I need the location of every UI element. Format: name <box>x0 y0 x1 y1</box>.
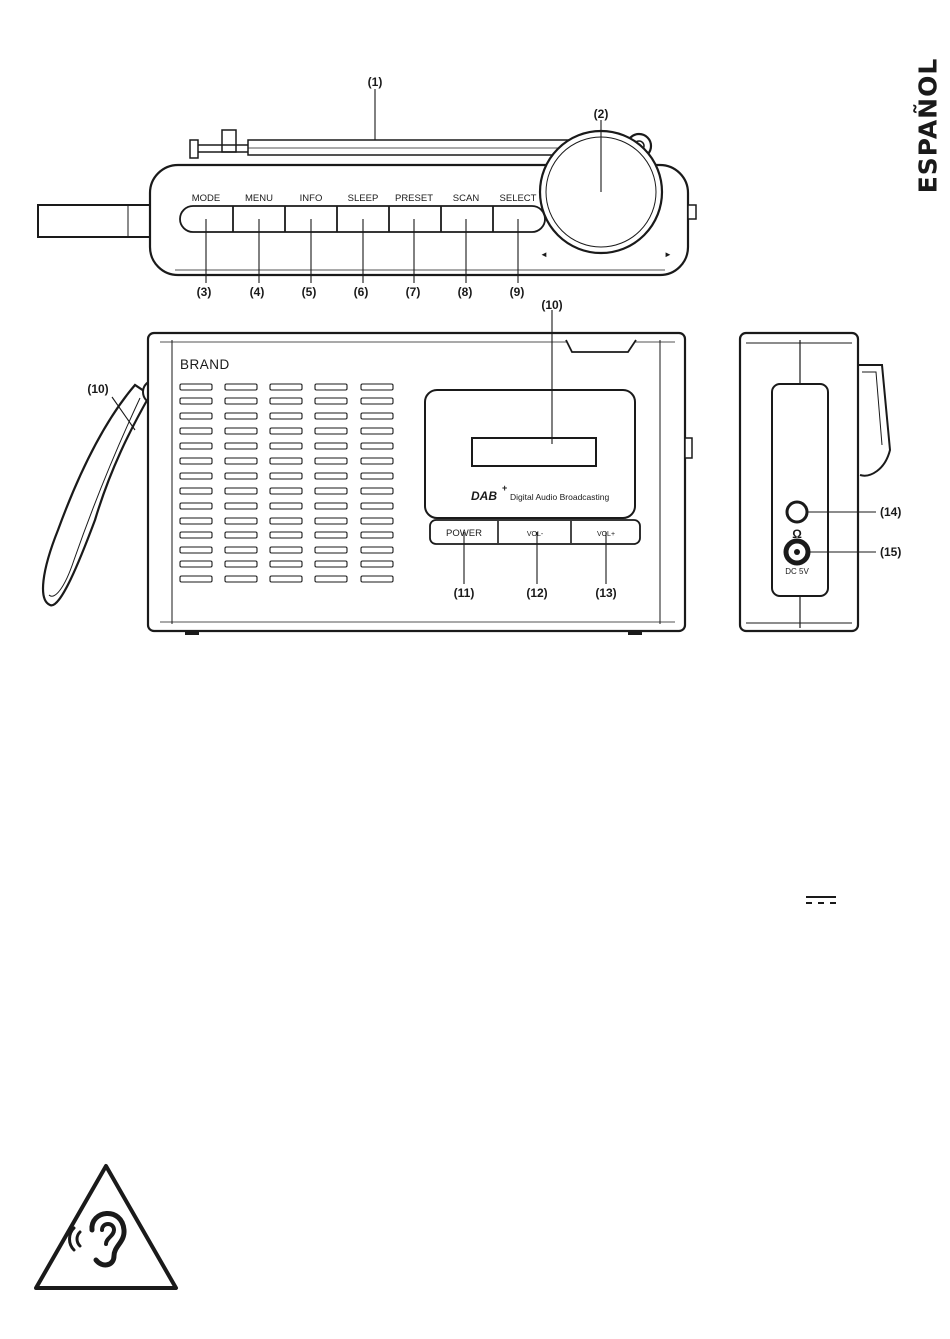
dab-caption: Digital Audio Broadcasting <box>510 492 610 502</box>
brand-label: BRAND <box>180 357 230 372</box>
callout-6: (6) <box>354 285 369 299</box>
callout-7: (7) <box>406 285 421 299</box>
callout-10-display: (10) <box>541 298 562 312</box>
dab-logo: DAB <box>471 489 497 503</box>
sleep-label: SLEEP <box>348 193 379 204</box>
carry-strap <box>43 385 150 605</box>
left-arrow-icon: ◄ <box>540 250 548 259</box>
scan-label: SCAN <box>453 193 480 204</box>
callout-13: (13) <box>595 586 616 600</box>
callout-8: (8) <box>458 285 473 299</box>
callout-1: (1) <box>368 75 383 89</box>
select-button[interactable] <box>493 206 545 232</box>
menu-label: MENU <box>245 193 273 204</box>
dc-5v-label: DC 5V <box>785 567 809 576</box>
right-arrow-icon: ► <box>664 250 672 259</box>
callout-9: (9) <box>510 285 525 299</box>
callout-11: (11) <box>454 586 475 600</box>
callout-4: (4) <box>250 285 265 299</box>
lcd-display <box>472 438 596 466</box>
callout-5: (5) <box>302 285 317 299</box>
top-view: MODE MENU INFO SLEEP PRESET SCAN SELECT … <box>38 75 696 299</box>
headphone-jack[interactable] <box>787 502 807 522</box>
radio-diagram: MODE MENU INFO SLEEP PRESET SCAN SELECT … <box>0 0 950 700</box>
callout-14: (14) <box>880 505 901 519</box>
strap-stub <box>38 205 150 237</box>
callout-12: (12) <box>526 586 547 600</box>
side-strap-stub <box>858 365 890 476</box>
callout-15: (15) <box>880 545 901 559</box>
mode-label: MODE <box>192 193 221 204</box>
dc-symbol-icon <box>804 893 838 907</box>
preset-button[interactable] <box>389 206 441 232</box>
vol-minus-label: VOL- <box>527 531 544 538</box>
front-view: BRAND <box>43 298 692 635</box>
dab-plus: + <box>502 483 507 493</box>
side-view: Ω DC 5V (14) (15) <box>740 333 901 631</box>
callout-3: (3) <box>197 285 212 299</box>
info-label: INFO <box>300 193 323 204</box>
preset-label: PRESET <box>395 193 433 204</box>
callout-2: (2) <box>594 107 609 121</box>
scan-button[interactable] <box>441 206 493 232</box>
select-label: SELECT <box>500 193 537 204</box>
callout-10-strap: (10) <box>87 382 108 396</box>
hearing-warning-icon <box>30 1160 182 1294</box>
